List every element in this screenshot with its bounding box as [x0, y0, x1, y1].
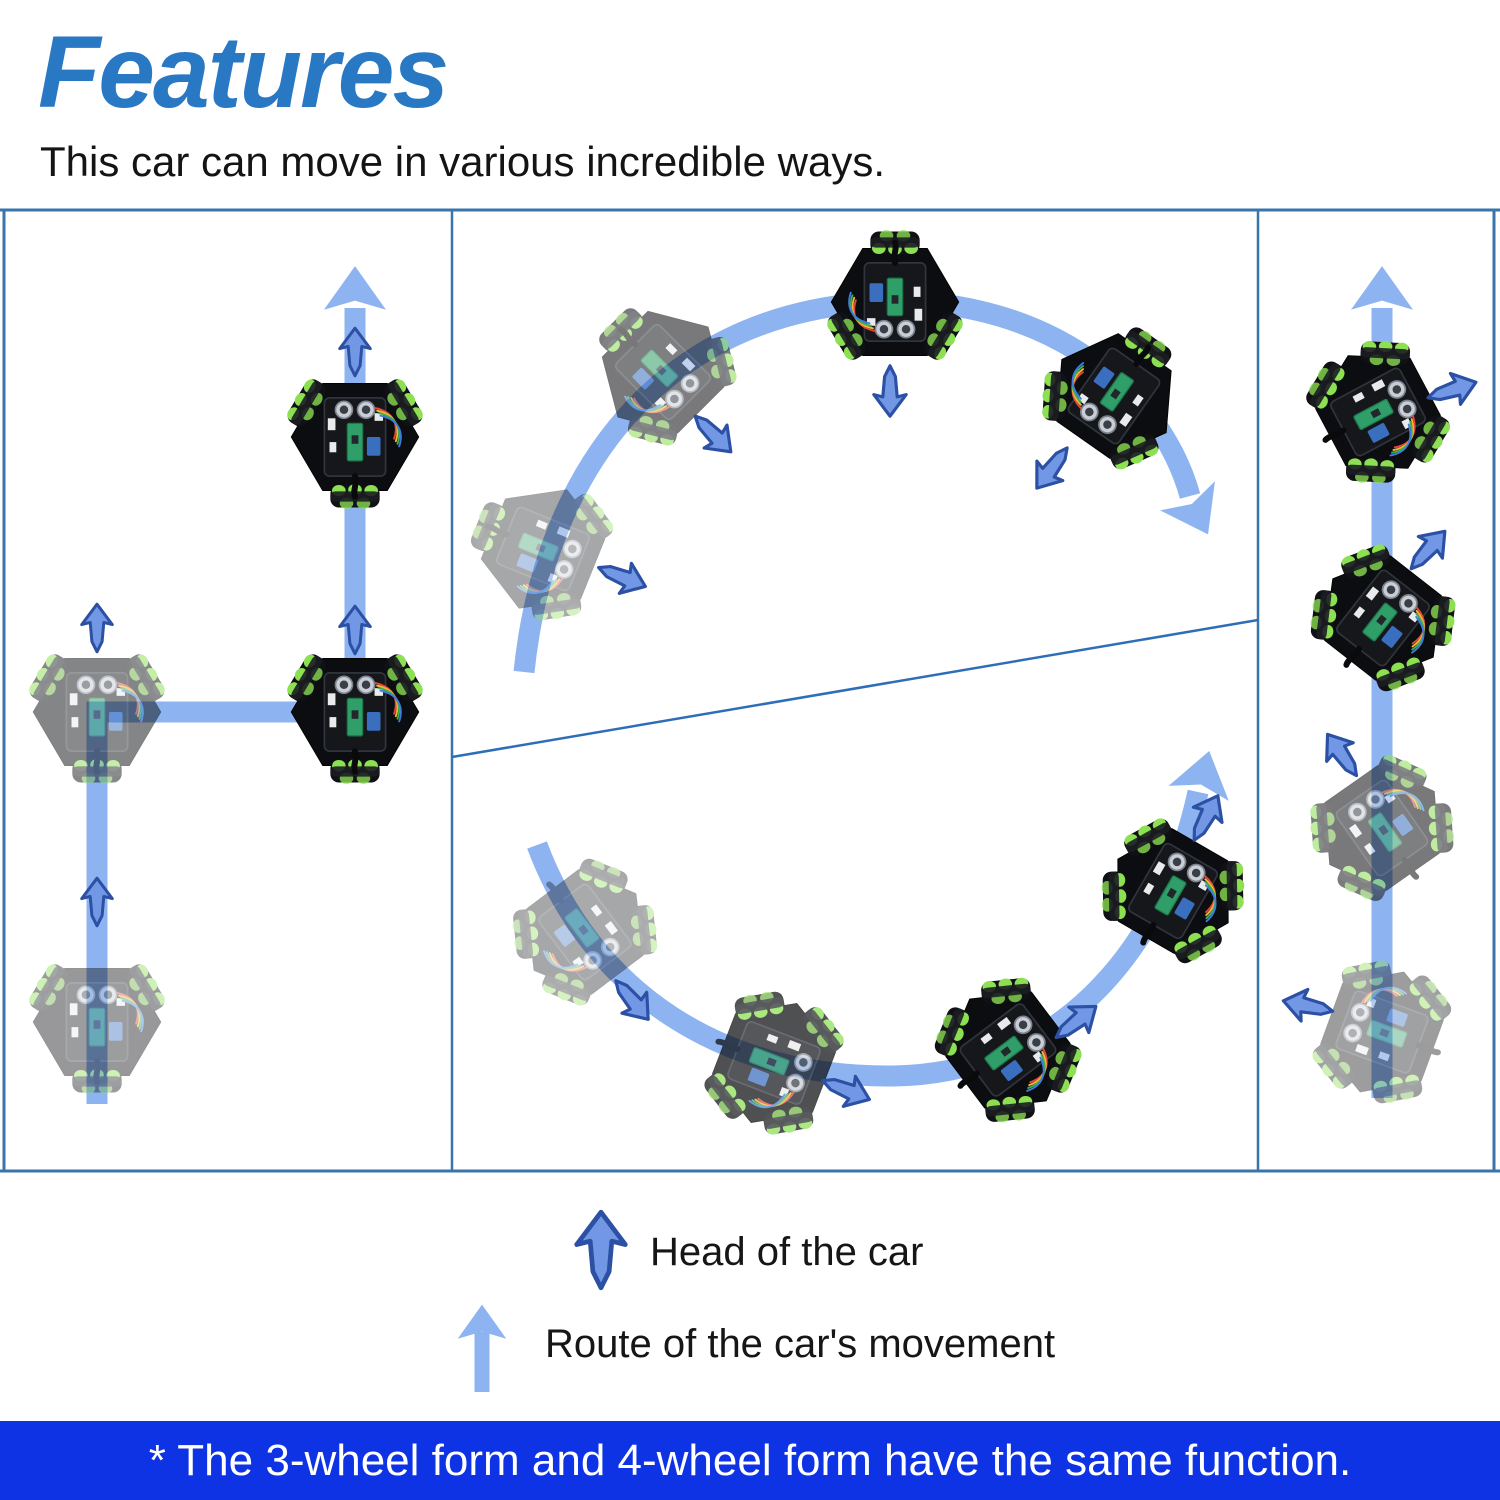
route-arrow-icon [323, 266, 387, 310]
panel-diagonal-divider [451, 618, 1259, 759]
head-arrow-icon [338, 604, 372, 656]
robot-car-icon [916, 956, 1101, 1145]
panel-zigzag [25, 266, 426, 1104]
route-arrow-icon [1168, 743, 1240, 801]
robot-car-icon [283, 376, 426, 509]
robot-car-icon [450, 456, 627, 639]
page-subtitle: This car can move in various incredible … [40, 138, 886, 185]
head-arrow-icon [872, 364, 908, 418]
head-arrow-icon [80, 602, 114, 654]
footnote-text: * The 3-wheel form and 4-wheel form have… [148, 1435, 1352, 1485]
page-title: Features [38, 15, 449, 129]
robot-car-icon [1289, 525, 1478, 710]
legend-head-label: Head of the car [650, 1230, 924, 1274]
robot-car-icon [25, 961, 168, 1094]
legend-icons [457, 1212, 626, 1392]
head-arrow-icon [1312, 723, 1372, 787]
head-arrow-icon [80, 876, 114, 928]
footnote-banner: * The 3-wheel form and 4-wheel form have… [0, 1421, 1500, 1500]
head-arrow-icon [1278, 983, 1338, 1029]
legend-route-label: Route of the car's movement [545, 1322, 1056, 1366]
robot-car-icon [823, 230, 966, 363]
route-arrow-icon [474, 1332, 490, 1392]
panel-arc-top [450, 230, 1236, 674]
panel-spin-straight [1278, 266, 1483, 1121]
route-arrow-icon [1350, 266, 1414, 310]
head-arrow-icon [1022, 436, 1082, 500]
panel-arc-bottom [491, 743, 1266, 1152]
head-arrow-icon [338, 326, 372, 378]
robot-car-icon [283, 651, 426, 784]
robot-car-icon [25, 651, 168, 784]
head-arrow-icon [590, 550, 654, 604]
robot-car-icon [1080, 802, 1266, 980]
robot-car-icon [1288, 737, 1476, 920]
robot-car-icon [1300, 944, 1465, 1121]
head-arrow-icon [577, 1212, 626, 1288]
robot-car-icon [1290, 320, 1466, 504]
